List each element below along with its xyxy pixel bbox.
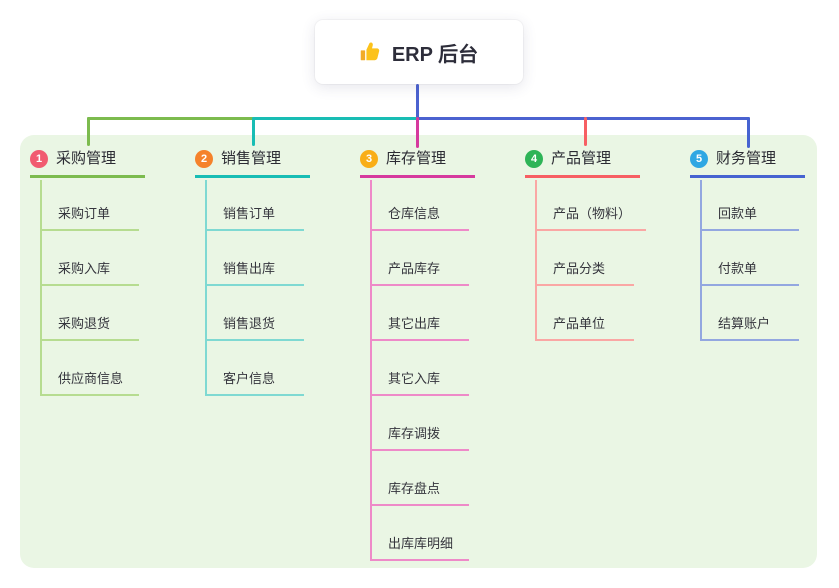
drop-line-branch3: [416, 117, 419, 148]
branch2-child-line: [205, 180, 207, 394]
child-node[interactable]: 销售订单: [205, 199, 304, 231]
branch-head-caiwu[interactable]: 5 财务管理: [690, 149, 805, 178]
branch5-child-line: [700, 180, 702, 340]
root-connector-line: [416, 84, 419, 119]
branch-head-kucun[interactable]: 3 库存管理: [360, 149, 475, 178]
child-node[interactable]: 客户信息: [205, 364, 304, 396]
branches-panel: [20, 135, 817, 568]
drop-line-branch1: [87, 117, 90, 146]
branch-number-badge: 5: [690, 150, 708, 168]
child-node[interactable]: 采购退货: [40, 309, 139, 341]
root-node[interactable]: ERP 后台: [315, 20, 523, 84]
drop-line-branch2: [252, 117, 255, 146]
branch-head-caigou[interactable]: 1 采购管理: [30, 149, 145, 178]
drop-line-branch5: [747, 117, 750, 148]
branch-number-badge: 2: [195, 150, 213, 168]
branch-number-badge: 1: [30, 150, 48, 168]
child-node[interactable]: 产品库存: [370, 254, 469, 286]
child-node[interactable]: 产品（物料）: [535, 199, 647, 231]
connector-branch2-segment: [253, 117, 418, 120]
child-node[interactable]: 产品单位: [535, 309, 634, 341]
child-node[interactable]: 产品分类: [535, 254, 634, 286]
drop-line-branch4: [584, 117, 587, 146]
child-node[interactable]: 库存调拨: [370, 419, 469, 451]
child-node[interactable]: 回款单: [700, 199, 799, 231]
child-node[interactable]: 付款单: [700, 254, 799, 286]
branch-number-badge: 4: [525, 150, 543, 168]
child-node[interactable]: 采购订单: [40, 199, 139, 231]
branch-title: 财务管理: [716, 150, 777, 167]
branch-title: 库存管理: [386, 150, 447, 167]
connector-right-segment: [417, 117, 750, 120]
child-node[interactable]: 供应商信息: [40, 364, 139, 396]
branch3-child-line: [370, 180, 372, 559]
child-node[interactable]: 仓库信息: [370, 199, 469, 231]
connector-branch1-segment: [87, 117, 254, 120]
branch1-child-line: [40, 180, 42, 394]
child-node[interactable]: 销售出库: [205, 254, 304, 286]
child-node[interactable]: 采购入库: [40, 254, 139, 286]
child-node[interactable]: 其它出库: [370, 309, 469, 341]
branch-title: 采购管理: [56, 150, 117, 167]
child-node[interactable]: 出库库明细: [370, 529, 469, 561]
branch-head-xiaoshou[interactable]: 2 销售管理: [195, 149, 310, 178]
branch-title: 产品管理: [551, 150, 612, 167]
branch4-child-line: [535, 180, 537, 340]
child-node[interactable]: 库存盘点: [370, 474, 469, 506]
child-node[interactable]: 结算账户: [700, 309, 799, 341]
branch-head-chanpin[interactable]: 4 产品管理: [525, 149, 640, 178]
child-node[interactable]: 销售退货: [205, 309, 304, 341]
branch-title: 销售管理: [221, 150, 282, 167]
root-title: ERP 后台: [391, 43, 479, 66]
child-node[interactable]: 其它入库: [370, 364, 469, 396]
branch-number-badge: 3: [360, 150, 378, 168]
thumbs-up-icon: [360, 41, 382, 63]
